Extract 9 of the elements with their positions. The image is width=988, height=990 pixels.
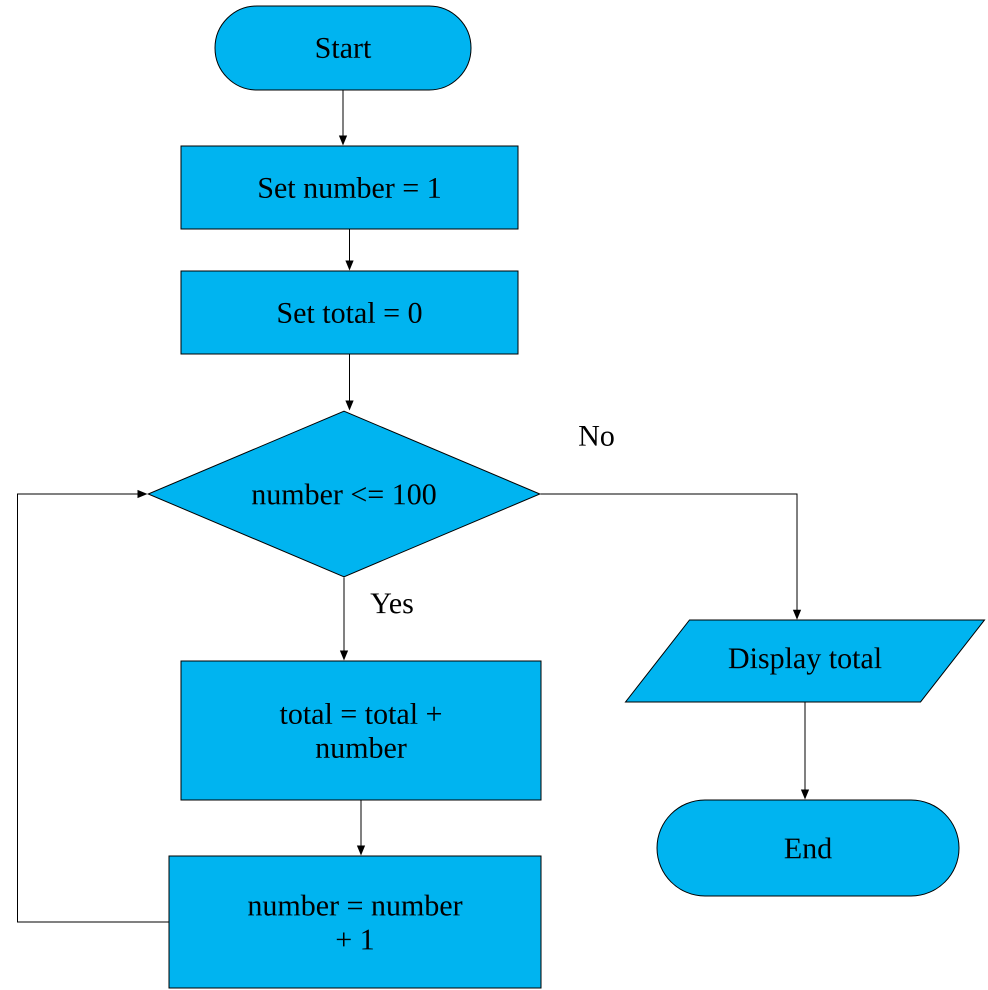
edge-label: Yes: [370, 594, 413, 614]
process-box: total = total + number: [180, 660, 542, 800]
process-box: number = number + 1: [168, 856, 542, 988]
terminal-box: End: [656, 800, 960, 896]
process-box: Set number = 1: [180, 146, 518, 230]
arrow: [17, 490, 169, 922]
terminal-box: Start: [214, 6, 472, 90]
edge-label: No: [579, 426, 614, 446]
process-box: Set total = 0: [180, 270, 518, 354]
